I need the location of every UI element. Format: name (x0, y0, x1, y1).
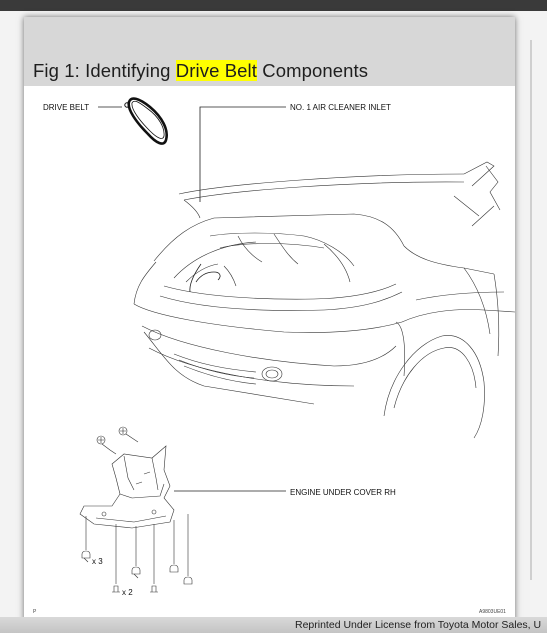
leader-air-cleaner-inlet (199, 106, 286, 202)
reference-code: A9803UE01 (479, 609, 506, 615)
title-prefix: Fig 1: Identifying (33, 60, 176, 81)
top-strip (0, 0, 547, 11)
vehicle-front-illustration (133, 161, 515, 439)
figure-title: Fig 1: Identifying Drive Belt Components (33, 60, 368, 82)
document-page: Fig 1: Identifying Drive Belt Components… (24, 17, 515, 623)
license-credit: Reprinted Under License from Toyota Moto… (295, 619, 542, 631)
drive-belt-diagram: DRIVE BELT NO. 1 AIR CLEANER INLET (33, 97, 515, 615)
footer-bar: Reprinted Under License from Toyota Moto… (0, 617, 547, 633)
label-qty-x2: x 2 (122, 588, 133, 597)
fasteners-illustration (81, 514, 193, 593)
label-drive-belt: DRIVE BELT (43, 103, 89, 112)
label-qty-x3: x 3 (92, 557, 103, 566)
label-engine-under-cover: ENGINE UNDER COVER RH (290, 488, 396, 497)
drive-belt-illustration (124, 97, 168, 145)
title-highlight: Drive Belt (175, 60, 257, 81)
title-suffix: Components (257, 60, 369, 81)
corner-marker: P (33, 609, 37, 615)
page-edge-shadow (530, 40, 532, 580)
figure-title-bar: Fig 1: Identifying Drive Belt Components (24, 17, 515, 86)
label-air-cleaner-inlet: NO. 1 AIR CLEANER INLET (290, 103, 391, 112)
under-cover-illustration (79, 426, 175, 529)
